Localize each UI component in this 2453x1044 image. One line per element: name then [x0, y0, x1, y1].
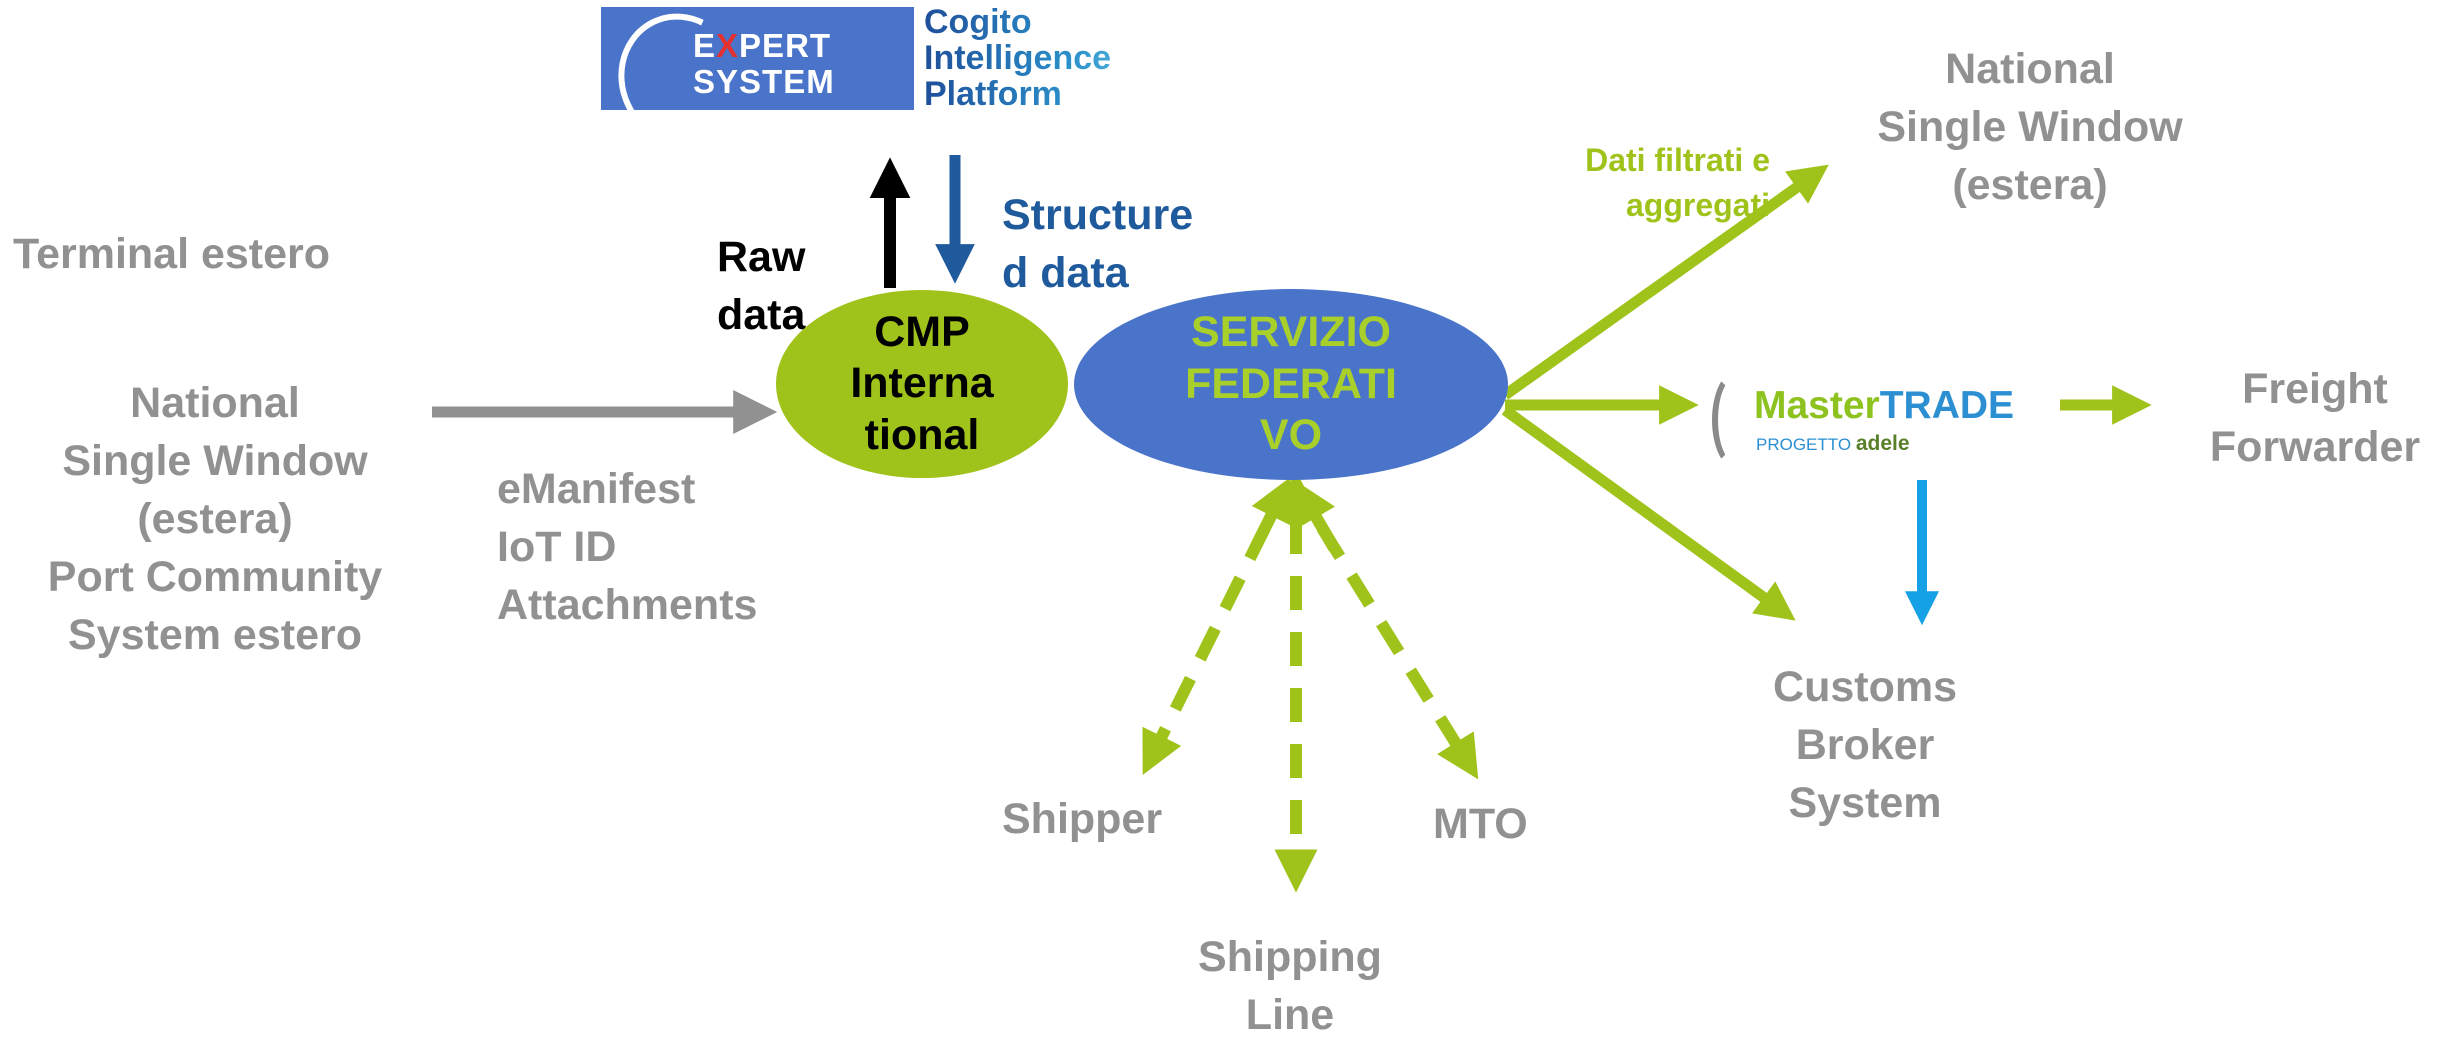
- raw-data-label: Raw data: [717, 233, 806, 340]
- arrow-to-nsw-right: [1501, 164, 1829, 400]
- mto-label: MTO: [1433, 800, 1528, 848]
- expert-system-line1: EXPERT: [693, 27, 832, 64]
- structured-data-label: Structure d data: [1002, 191, 1194, 298]
- arrow-to-customs-broker: [1501, 405, 1796, 621]
- nsw-left-label: National Single Window (estera) Port Com…: [47, 379, 383, 660]
- servizio-federativo-node: SERVIZIO FEDERATI VO: [1074, 289, 1508, 480]
- arrow-servizio-shipper: [1142, 477, 1291, 775]
- dati-filtrati-label: Dati filtrati e aggregati: [1585, 142, 1770, 223]
- shipper-label: Shipper: [1002, 795, 1163, 843]
- mastertrade-logo: MasterTRADE PROGETTO adele: [1712, 362, 2052, 472]
- cmp-international-node: CMP Interna tional: [776, 290, 1068, 478]
- nsw-right-label: National Single Window (estera): [1877, 45, 2183, 210]
- progetto-adele: PROGETTO adele: [1756, 432, 1910, 455]
- emanifest-label: eManifest IoT ID Attachments: [497, 465, 758, 630]
- paren-icon: [1712, 372, 1758, 468]
- terminal-estero-label: Terminal estero: [13, 230, 331, 278]
- arrow-servizio-mto: [1294, 480, 1479, 780]
- cogito-platform-label: Cogito Intelligence Platform: [924, 4, 1184, 112]
- expert-system-logo: EXPERT SYSTEM: [601, 7, 914, 110]
- freight-forwarder-label: Freight Forwarder: [2209, 365, 2421, 472]
- shipping-line-label: Shipping Line: [1198, 933, 1382, 1040]
- expert-system-line2: SYSTEM: [693, 63, 835, 100]
- customs-broker-label: Customs Broker System: [1773, 663, 1957, 828]
- mastertrade-wordmark: MasterTRADE: [1754, 384, 2015, 427]
